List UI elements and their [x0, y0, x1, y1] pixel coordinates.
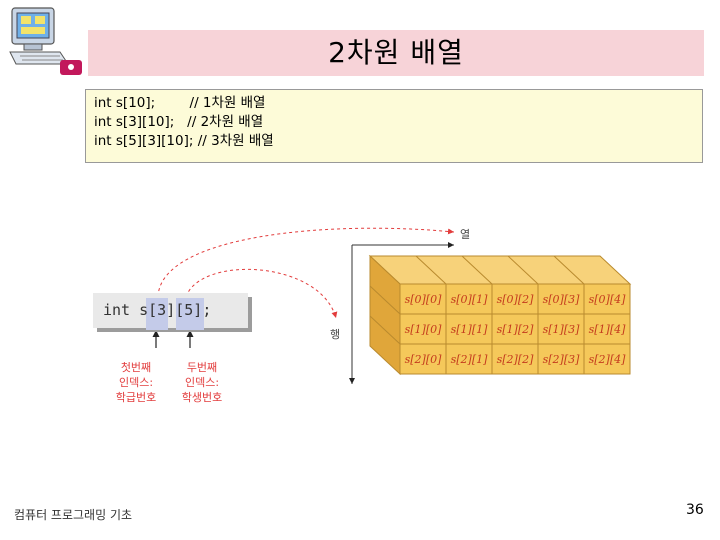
array-cell	[491, 313, 539, 345]
code-line-3d: int s[5][3][10]; // 3차원 배열	[94, 133, 274, 149]
array-cell-label: s[2][2]	[497, 353, 535, 366]
side-divider	[369, 315, 401, 345]
caption-second-index: 두번째 인덱스: 학생번호	[170, 360, 234, 405]
caption-first-line-3: 학급번호	[115, 391, 157, 404]
array-cell	[583, 343, 631, 375]
array-cell-label: s[1][0]	[405, 323, 443, 336]
top-divider	[415, 255, 447, 285]
page-number: 36	[686, 502, 704, 518]
array-cell-label: s[1][1]	[451, 323, 489, 336]
arrow-to-rows	[185, 269, 338, 319]
declaration-code: int s[3][5];	[103, 301, 212, 319]
array-cell	[445, 343, 493, 375]
side-divider	[369, 285, 401, 315]
first-index-highlight	[146, 298, 168, 330]
array-cell-label: s[0][4]	[589, 293, 627, 306]
array-cell	[537, 343, 585, 375]
array-cell-label: s[1][3]	[543, 323, 581, 336]
caption-second-line-2: 인덱스:	[184, 376, 220, 389]
array-cell	[583, 283, 631, 315]
array-cell-label: s[0][1]	[451, 293, 489, 306]
footer-course-title: 컴퓨터 프로그래밍 기초	[14, 508, 133, 522]
array-cell-label: s[1][2]	[497, 323, 535, 336]
computer-clipart-icon	[9, 7, 82, 75]
caption-first-line-2: 인덱스:	[118, 376, 154, 389]
top-divider	[507, 255, 539, 285]
top-divider	[553, 255, 585, 285]
array-cell	[537, 283, 585, 315]
array-cell-label: s[1][4]	[589, 323, 627, 336]
slide-title: 2차원 배열	[328, 36, 464, 69]
arrow-to-columns	[157, 227, 455, 298]
title-band	[88, 30, 704, 76]
caption-first-line-1: 첫번째	[120, 361, 152, 374]
array-cell-label: s[0][2]	[497, 293, 535, 306]
caption-second-line-3: 학생번호	[181, 391, 223, 404]
top-divider	[461, 255, 493, 285]
caption-second-line-1: 두번째	[186, 361, 218, 374]
code-example-box: int s[10]; // 1차원 배열 int s[3][10]; // 2차…	[85, 89, 703, 163]
second-index-highlight	[176, 298, 204, 330]
array-cell-label: s[0][0]	[405, 293, 443, 306]
array-cell-label: s[2][3]	[543, 353, 581, 366]
code-line-1d: int s[10]; // 1차원 배열	[94, 95, 266, 111]
array-cell	[399, 313, 447, 345]
array-cell-label: s[0][3]	[543, 293, 581, 306]
block-top-face	[368, 255, 632, 285]
array-cell-label: s[2][0]	[405, 353, 443, 366]
array-cell-label: s[2][4]	[589, 353, 627, 366]
column-axis-label: 열	[460, 228, 471, 241]
code-line-2d: int s[3][10]; // 2차원 배열	[94, 114, 264, 130]
row-axis-label: 행	[330, 328, 341, 341]
array-cell-label: s[2][1]	[451, 353, 489, 366]
declaration-box	[93, 293, 248, 328]
array-cell	[583, 313, 631, 345]
caption-first-index: 첫번째 인덱스: 학급번호	[104, 360, 168, 405]
